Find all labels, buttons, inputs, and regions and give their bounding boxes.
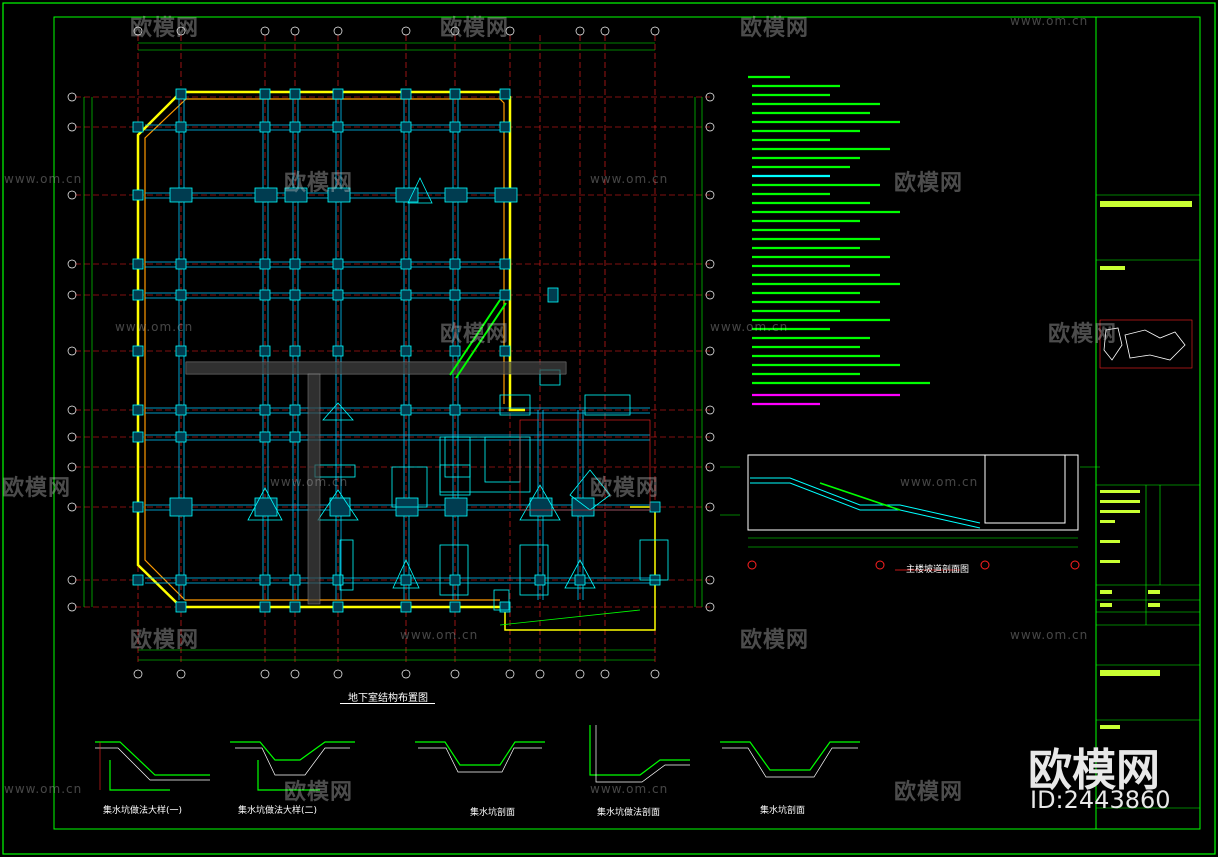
footings <box>247 177 669 611</box>
watermark-brand: 欧模网 <box>740 16 810 41</box>
design-notes <box>748 75 930 406</box>
dimension-lines <box>83 42 703 661</box>
watermark-brand: 欧模网 <box>740 628 810 653</box>
watermark-url: www.om.cn <box>4 172 83 186</box>
watermark-url: www.om.cn <box>400 628 479 642</box>
detail-caption-2: 集水坑做法大样(二) <box>238 806 318 816</box>
watermark-brand: 欧模网 <box>284 171 354 196</box>
watermark-url: www.om.cn <box>270 475 349 489</box>
detail-caption-4: 集水坑做法剖面 <box>597 808 661 818</box>
detail-caption-1: 集水坑做法大样(一) <box>103 806 183 816</box>
watermark-brand: 欧模网 <box>130 628 200 653</box>
beams <box>145 99 650 600</box>
watermark-url: www.om.cn <box>4 782 83 796</box>
watermark-brand: 欧模网 <box>1048 322 1118 347</box>
hatched-walls <box>185 361 567 605</box>
detail-caption-3: 集水坑剖面 <box>470 808 516 818</box>
watermark-url: www.om.cn <box>115 320 194 334</box>
watermark-url: www.om.cn <box>900 475 979 489</box>
ramp-section <box>720 454 1100 571</box>
section-title: 主楼坡道剖面图 <box>906 565 970 575</box>
detail-caption-5: 集水坑剖面 <box>760 806 806 816</box>
watermark-brand: 欧模网 <box>130 16 200 41</box>
watermark-brand: 欧模网 <box>590 476 660 501</box>
watermark-brand: 欧模网 <box>284 780 354 805</box>
watermark-url: www.om.cn <box>1010 628 1089 642</box>
detail-sections <box>95 725 860 791</box>
axis-bubbles <box>67 26 715 679</box>
watermark-url: www.om.cn <box>590 172 669 186</box>
watermark-brand: 欧模网 <box>440 16 510 41</box>
watermark-url: www.om.cn <box>1010 14 1089 28</box>
watermark-brand: 欧模网 <box>894 171 964 196</box>
main-plan-title: 地下室结构布置图 <box>348 693 428 704</box>
watermark-url: www.om.cn <box>590 782 669 796</box>
watermark-brand: 欧模网 <box>2 476 72 501</box>
watermark-brand: 欧模网 <box>440 322 510 347</box>
title-block <box>1096 194 1200 809</box>
perimeter-wall <box>136 90 656 631</box>
asset-id: ID:2443860 <box>1030 786 1171 814</box>
ramp <box>449 299 507 379</box>
axis-grid <box>75 35 710 665</box>
brand-logo-text: 欧模网 <box>1028 745 1160 796</box>
watermark-brand: 欧模网 <box>894 780 964 805</box>
watermark-url: www.om.cn <box>710 320 789 334</box>
inner-frame <box>53 16 1201 830</box>
columns <box>132 88 661 613</box>
